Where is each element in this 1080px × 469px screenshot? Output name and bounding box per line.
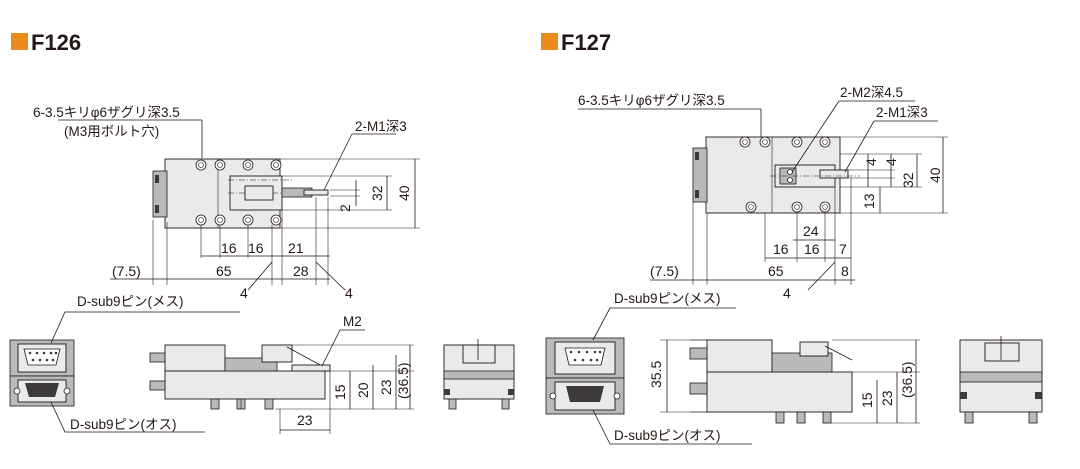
- f126-dim-16a: 16: [221, 240, 237, 256]
- f126-dim-2: 2: [337, 204, 353, 212]
- f126-dim-40: 40: [396, 185, 412, 201]
- f127-dim-8: 8: [841, 263, 849, 279]
- f126-dim-7-5: (7.5): [112, 263, 141, 279]
- f127-m2-note: 2-M2深4.5: [840, 85, 903, 100]
- f127-dim-65: 65: [768, 263, 784, 279]
- f127-dim-23: 23: [879, 390, 895, 406]
- f127-section: F127 6-3.5キリφ6ザグリ深3.5: [541, 30, 1043, 445]
- f126-dim-28: 28: [293, 263, 309, 279]
- f127-dim-7-5: (7.5): [650, 263, 679, 279]
- f126-dim-23h: 23: [297, 412, 313, 428]
- f126-thread-note: 2-M1深3: [355, 119, 407, 134]
- f126-section: F126 6-3.5キリφ6ザグリ深3.5: [9, 30, 515, 434]
- f126-tap-note: M2: [343, 314, 362, 329]
- f126-dim-20: 20: [355, 382, 371, 398]
- f127-dim-24: 24: [803, 223, 819, 239]
- f126-dim-36-5: (36.5): [395, 362, 411, 399]
- f126-side-view: [149, 344, 331, 410]
- f127-dsub-female-label: D-sub9ピン(メス): [614, 291, 721, 306]
- f126-dim-4b: 4: [345, 285, 353, 301]
- f126-dsub-male-label: D-sub9ピン(オス): [70, 417, 177, 432]
- f127-dim-16b: 16: [804, 241, 820, 257]
- f127-dim-36-5: (36.5): [899, 361, 915, 398]
- f127-dim-4b: 4: [883, 158, 899, 166]
- f127-dim-16a: 16: [773, 241, 789, 257]
- f126-dsub-female-label: D-sub9ピン(メス): [77, 294, 184, 309]
- f127-dim-13: 13: [861, 193, 877, 209]
- f126-dim-21: 21: [288, 240, 304, 256]
- f126-hole-note-sub: (M3用ボルト穴): [64, 124, 159, 139]
- f127-end-view: [959, 336, 1043, 424]
- f127-dim-32: 32: [900, 172, 916, 188]
- f126-title: F126: [31, 30, 81, 55]
- f127-hole-note: 6-3.5キリφ6ザグリ深3.5: [578, 93, 725, 108]
- f127-dim-40: 40: [927, 167, 943, 183]
- f126-title-marker: [11, 33, 28, 50]
- f126-dsub-female: [9, 339, 75, 377]
- f126-dim-16b: 16: [248, 240, 264, 256]
- f127-dim-4c: 4: [783, 285, 791, 301]
- f127-dsub-male: [545, 377, 625, 415]
- f127-dim-15: 15: [859, 392, 875, 408]
- f127-title: F127: [561, 30, 611, 55]
- f126-dim-32: 32: [369, 185, 385, 201]
- f126-end-view: [443, 339, 515, 410]
- f126-dim-65: 65: [216, 263, 232, 279]
- f126-top-view: [152, 158, 329, 229]
- f127-dim-4a: 4: [863, 158, 879, 166]
- f127-side-view: [689, 339, 853, 424]
- f127-m1-note: 2-M1深3: [876, 105, 928, 120]
- f126-dim-23v: 23: [378, 379, 394, 395]
- f126-hole-note: 6-3.5キリφ6ザグリ深3.5: [33, 105, 180, 120]
- f127-dim-7: 7: [839, 241, 847, 257]
- f127-title-marker: [541, 33, 558, 50]
- f126-dsub-male: [9, 375, 75, 407]
- f126-dim-15: 15: [332, 384, 348, 400]
- f126-dim-4a: 4: [240, 285, 248, 301]
- f127-dim-35-5: 35.5: [648, 361, 664, 388]
- f127-dsub-female: [545, 337, 625, 379]
- f127-dsub-male-label: D-sub9ピン(オス): [614, 428, 721, 443]
- f127-top-view: [692, 136, 860, 214]
